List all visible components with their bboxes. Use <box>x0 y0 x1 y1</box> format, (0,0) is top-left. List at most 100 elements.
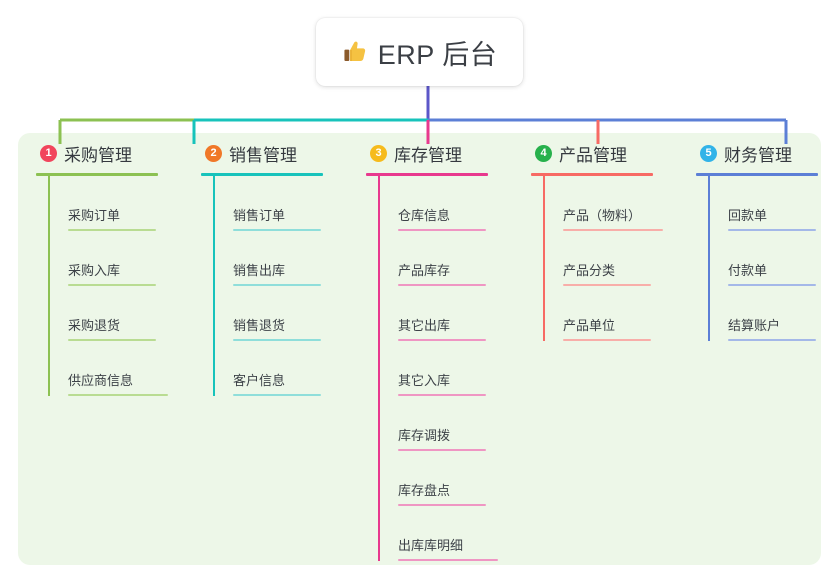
branch-item-underline <box>233 339 321 341</box>
branch-badge: 5 <box>700 144 717 162</box>
branch-item-list: 回款单付款单结算账户 <box>708 176 839 341</box>
branch-header-3[interactable]: 3 库存管理 <box>364 133 529 173</box>
branch-column-1: 1 采购管理采购订单采购入库采购退货供应商信息 <box>34 133 199 565</box>
branch-item-label: 库存盘点 <box>398 483 451 498</box>
branch-item-underline <box>398 449 486 451</box>
branch-header-underline <box>531 173 653 176</box>
branch-header-underline <box>201 173 323 176</box>
branch-item[interactable]: 出库库明细 <box>378 506 529 561</box>
branch-spine <box>378 176 380 561</box>
branch-item-label: 销售订单 <box>233 208 286 223</box>
branch-badge: 2 <box>205 144 222 162</box>
thumbs-up-icon <box>342 39 368 65</box>
branch-item-label: 出库库明细 <box>398 538 464 553</box>
branch-item-underline <box>68 339 156 341</box>
branch-item-underline <box>68 284 156 286</box>
branch-item-underline <box>563 229 663 231</box>
branch-item-underline <box>398 284 486 286</box>
branch-item-label: 回款单 <box>728 208 768 223</box>
branch-item[interactable]: 销售订单 <box>213 176 364 231</box>
branch-item-underline <box>68 229 156 231</box>
branch-item-underline <box>233 394 321 396</box>
branch-item-underline <box>398 559 498 561</box>
branch-column-3: 3 库存管理仓库信息产品库存其它出库其它入库库存调拨库存盘点出库库明细 <box>364 133 529 565</box>
branch-column-2: 2 销售管理销售订单销售出库销售退货客户信息 <box>199 133 364 565</box>
branch-item-label: 客户信息 <box>233 373 286 388</box>
branch-spine <box>48 176 50 396</box>
branch-item-underline <box>728 339 816 341</box>
branch-title: 财务管理 <box>724 145 792 165</box>
branch-item[interactable]: 库存调拨 <box>378 396 529 451</box>
branch-item[interactable]: 回款单 <box>708 176 839 231</box>
branch-item[interactable]: 库存盘点 <box>378 451 529 506</box>
root-node-card[interactable]: ERP 后台 <box>316 18 523 86</box>
branch-item-underline <box>398 504 486 506</box>
branch-item[interactable]: 其它入库 <box>378 341 529 396</box>
branch-title: 销售管理 <box>229 145 297 165</box>
branch-item-list: 产品（物料） 产品分类产品单位 <box>543 176 694 341</box>
branch-spine <box>213 176 215 396</box>
branch-item[interactable]: 采购退货 <box>48 286 199 341</box>
branch-header-1[interactable]: 1 采购管理 <box>34 133 199 173</box>
branch-spine <box>708 176 710 341</box>
branch-header-underline <box>366 173 488 176</box>
branch-item-label: 其它出库 <box>398 318 451 333</box>
branch-badge: 1 <box>40 144 57 162</box>
branch-item-label: 销售退货 <box>233 318 286 333</box>
branch-item-label: 产品库存 <box>398 263 451 278</box>
branch-item-underline <box>728 284 816 286</box>
branch-item-underline <box>563 284 651 286</box>
branch-item[interactable]: 采购订单 <box>48 176 199 231</box>
branch-item-list: 采购订单采购入库采购退货供应商信息 <box>48 176 199 396</box>
branch-item-label: 付款单 <box>728 263 768 278</box>
branch-item-label: 库存调拨 <box>398 428 451 443</box>
branch-header-2[interactable]: 2 销售管理 <box>199 133 364 173</box>
branch-item-label: 采购入库 <box>68 263 121 278</box>
branch-item-label: 采购订单 <box>68 208 121 223</box>
branch-header-underline <box>696 173 818 176</box>
branch-item-label: 采购退货 <box>68 318 121 333</box>
branch-item[interactable]: 销售退货 <box>213 286 364 341</box>
branch-item[interactable]: 产品（物料） <box>543 176 694 231</box>
diagram-panel <box>18 133 821 565</box>
branch-badge: 3 <box>370 144 387 162</box>
branch-item-underline <box>728 229 816 231</box>
branch-column-4: 4 产品管理产品（物料） 产品分类产品单位 <box>529 133 694 565</box>
branch-item-underline <box>398 339 486 341</box>
branch-item-label: 仓库信息 <box>398 208 451 223</box>
branch-item-label: 供应商信息 <box>68 373 134 388</box>
branch-item[interactable]: 其它出库 <box>378 286 529 341</box>
branch-item-label: 产品单位 <box>563 318 616 333</box>
branch-item[interactable]: 产品分类 <box>543 231 694 286</box>
branch-title: 库存管理 <box>394 145 462 165</box>
branch-item[interactable]: 仓库信息 <box>378 176 529 231</box>
branch-item-underline <box>563 339 651 341</box>
branch-item[interactable]: 供应商信息 <box>48 341 199 396</box>
branch-item[interactable]: 客户信息 <box>213 341 364 396</box>
branch-item[interactable]: 采购入库 <box>48 231 199 286</box>
branch-item[interactable]: 产品库存 <box>378 231 529 286</box>
branch-item-label: 结算账户 <box>728 318 781 333</box>
branch-item-label: 产品分类 <box>563 263 616 278</box>
branch-item[interactable]: 结算账户 <box>708 286 839 341</box>
branch-header-4[interactable]: 4 产品管理 <box>529 133 694 173</box>
branch-header-5[interactable]: 5 财务管理 <box>694 133 839 173</box>
root-title: ERP 后台 <box>377 39 498 70</box>
branch-item-label: 产品（物料） <box>563 208 642 223</box>
branch-item[interactable]: 付款单 <box>708 231 839 286</box>
branch-item-label: 其它入库 <box>398 373 451 388</box>
branch-title: 产品管理 <box>559 145 627 165</box>
branch-item-list: 销售订单销售出库销售退货客户信息 <box>213 176 364 396</box>
branch-item-underline <box>233 284 321 286</box>
branch-column-5: 5 财务管理回款单付款单结算账户 <box>694 133 839 565</box>
branch-item-underline <box>233 229 321 231</box>
branch-item[interactable]: 产品单位 <box>543 286 694 341</box>
branch-columns: 1 采购管理采购订单采购入库采购退货供应商信息 2 销售管理销售订单销售出库销售退货客… <box>18 133 821 565</box>
branch-item-list: 仓库信息产品库存其它出库其它入库库存调拨库存盘点出库库明细 <box>378 176 529 561</box>
branch-item[interactable]: 销售出库 <box>213 231 364 286</box>
branch-title: 采购管理 <box>64 145 132 165</box>
branch-item-underline <box>68 394 168 396</box>
branch-badge: 4 <box>535 144 552 162</box>
branch-item-underline <box>398 394 486 396</box>
